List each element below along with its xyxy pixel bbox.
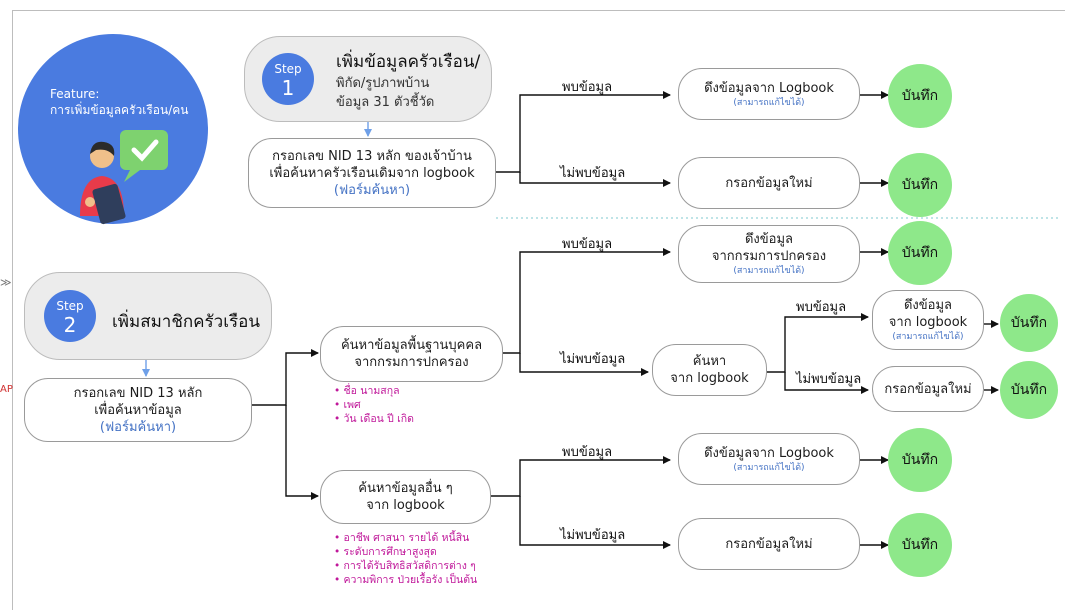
- node-text: ดึงข้อมูลจาก Logbook: [704, 80, 834, 96]
- step1-line2: พิกัด/รูปภาพบ้าน: [336, 76, 430, 91]
- pull-logbook-node: ดึงข้อมูลจาก Logbook (สามารถแก้ไขได้): [678, 68, 860, 120]
- found-label: พบข้อมูล: [562, 445, 613, 460]
- not-found-label: ไม่พบข้อมูล: [560, 166, 626, 181]
- node-text: จากกรมการปกครอง: [711, 249, 827, 264]
- pull-logbook-node: ดึงข้อมูลจาก Logbook (สามารถแก้ไขได้): [678, 433, 860, 485]
- bullet-item: ชื่อ นามสกุล: [334, 384, 414, 398]
- search-form-label: (ฟอร์มค้นหา): [333, 182, 411, 198]
- found-label: พบข้อมูล: [562, 237, 613, 252]
- search-logbook-node: ค้นหา จาก logbook: [652, 344, 767, 396]
- node-text: จาก logbook: [888, 315, 968, 330]
- bullet-item: อาชีพ ศาสนา รายได้ หนี้สิน: [334, 531, 477, 545]
- user-form-illustration-icon: [80, 130, 168, 225]
- step2-badge: Step 2: [44, 290, 96, 342]
- bullet-item: ความพิการ ป่วยเรื้อรัง เป็นต้น: [334, 573, 478, 587]
- search-basic-node: ค้นหาข้อมูลพื้นฐานบุคคล จากกรมการปกครอง: [320, 326, 503, 382]
- node-text: เพื่อค้นหาครัวเรือนเดิมจาก logbook: [269, 165, 475, 181]
- step2-word: Step: [56, 298, 84, 313]
- not-found-label: ไม่พบข้อมูล: [560, 352, 626, 367]
- editable-note: (สามารถแก้ไขได้): [892, 332, 964, 342]
- node-text: ค้นหาข้อมูลพื้นฐานบุคคล: [340, 338, 483, 353]
- save-node: บันทึก: [888, 153, 952, 217]
- node-text: ค้นหาข้อมูลอื่น ๆ: [358, 481, 453, 496]
- save-node: บันทึก: [888, 513, 952, 577]
- pull-logbook2-node: ดึงข้อมูล จาก logbook (สามารถแก้ไขได้): [872, 290, 984, 350]
- bullet-item: วัน เดือน ปี เกิด: [334, 412, 414, 426]
- save-node: บันทึก: [1000, 294, 1058, 352]
- node-text: ดึงข้อมูลจาก Logbook: [704, 445, 834, 461]
- step1-badge: Step 1: [262, 53, 314, 105]
- not-found-label: ไม่พบข้อมูล: [796, 372, 862, 387]
- node-text: ดึงข้อมูล: [903, 298, 953, 313]
- step1-line3: ข้อมูล 31 ตัวชี้วัด: [336, 95, 435, 110]
- step1-title: เพิ่มข้อมูลครัวเรือน/: [336, 52, 481, 72]
- step2-number: 2: [63, 312, 77, 337]
- step1-number: 1: [281, 75, 295, 100]
- feature-subtitle: การเพิ่มข้อมูลครัวเรือน/คน: [50, 103, 189, 117]
- node-text: กรอกเลข NID 13 หลัก: [73, 385, 203, 401]
- other-bullets: อาชีพ ศาสนา รายได้ หนี้สิน ระดับการศึกษา…: [334, 531, 478, 587]
- bullet-item: ระดับการศึกษาสูงสุด: [334, 545, 477, 559]
- new-entry-node: กรอกข้อมูลใหม่: [678, 157, 860, 209]
- editable-note: (สามารถแก้ไขได้): [733, 97, 805, 108]
- feature-title: Feature:: [50, 87, 100, 101]
- not-found-label: ไม่พบข้อมูล: [560, 528, 626, 543]
- found-label: พบข้อมูล: [796, 300, 847, 315]
- basic-bullets: ชื่อ นามสกุล เพศ วัน เดือน ปี เกิด: [334, 384, 414, 426]
- node-text: ดึงข้อมูล: [744, 232, 794, 247]
- found-label: พบข้อมูล: [562, 80, 613, 95]
- editable-note: (สามารถแก้ไขได้): [733, 266, 805, 276]
- save-node: บันทึก: [1000, 361, 1058, 419]
- margin-fragment: AP: [0, 384, 13, 395]
- step2-nid-input-node: กรอกเลข NID 13 หลัก เพื่อค้นหาข้อมูล (ฟอ…: [24, 378, 252, 442]
- node-text: กรอกข้อมูลใหม่: [725, 536, 813, 552]
- bullet-item: เพศ: [334, 398, 414, 412]
- node-text: กรอกข้อมูลใหม่: [884, 381, 972, 397]
- save-node: บันทึก: [888, 64, 952, 128]
- node-text: เพื่อค้นหาข้อมูล: [94, 402, 182, 418]
- margin-chevron: ≫: [0, 276, 12, 289]
- node-text: จาก logbook: [670, 371, 749, 386]
- node-text: ค้นหา: [692, 354, 727, 369]
- node-text: กรอกข้อมูลใหม่: [725, 175, 813, 191]
- editable-note: (สามารถแก้ไขได้): [733, 462, 805, 473]
- node-text: จาก logbook: [366, 498, 445, 513]
- diagram-frame: [12, 10, 1065, 610]
- node-text: กรอกเลข NID 13 หลัก ของเจ้าบ้าน: [272, 148, 472, 164]
- save-node: บันทึก: [888, 428, 952, 492]
- step2-title: เพิ่มสมาชิกครัวเรือน: [112, 312, 261, 332]
- new-entry-node: กรอกข้อมูลใหม่: [872, 366, 984, 412]
- pull-dopa-node: ดึงข้อมูล จากกรมการปกครอง (สามารถแก้ไขได…: [678, 225, 860, 283]
- search-form-label: (ฟอร์มค้นหา): [99, 419, 177, 435]
- search-other-node: ค้นหาข้อมูลอื่น ๆ จาก logbook: [320, 470, 491, 524]
- step1-word: Step: [274, 61, 302, 76]
- new-entry-node: กรอกข้อมูลใหม่: [678, 518, 860, 570]
- step1-nid-input-node: กรอกเลข NID 13 หลัก ของเจ้าบ้าน เพื่อค้น…: [248, 138, 496, 208]
- bullet-item: การได้รับสิทธิสวัสดิการต่าง ๆ: [334, 559, 477, 573]
- save-node: บันทึก: [888, 221, 952, 285]
- node-text: จากกรมการปกครอง: [354, 355, 469, 370]
